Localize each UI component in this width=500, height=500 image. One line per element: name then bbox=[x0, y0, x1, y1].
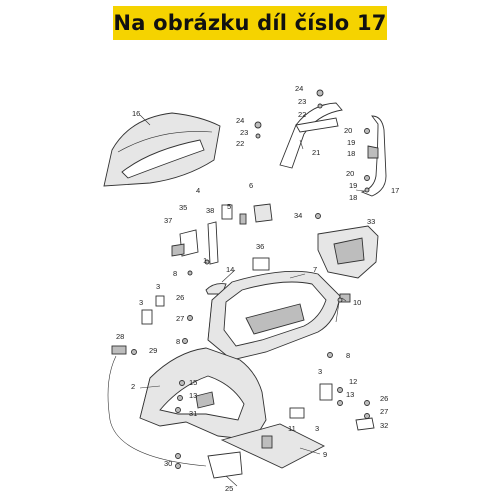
part-label: 3 bbox=[139, 298, 143, 307]
part-label: 5 bbox=[227, 202, 231, 211]
part-label: 25 bbox=[225, 484, 233, 493]
part-9-floor-mat bbox=[220, 423, 325, 469]
part-label: 26 bbox=[176, 293, 184, 302]
part-label: 19 bbox=[347, 138, 355, 147]
part-label: 31 bbox=[189, 409, 197, 418]
part-3-brackets bbox=[141, 295, 333, 419]
part-label: 36 bbox=[256, 242, 264, 251]
part-label: 23 bbox=[240, 128, 248, 137]
part-label: 7 bbox=[313, 265, 317, 274]
part-label: 9 bbox=[323, 450, 327, 459]
part-label: 19 bbox=[349, 181, 357, 190]
part-label: 15 bbox=[189, 378, 197, 387]
title-banner: Na obrázku díl číslo 17 bbox=[113, 6, 387, 40]
banner-text: Na obrázku díl číslo 17 bbox=[113, 11, 387, 35]
part-label: 20 bbox=[344, 126, 352, 135]
part-label: 27 bbox=[176, 314, 184, 323]
part-label: 3 bbox=[315, 424, 319, 433]
part-33-storage-bracket bbox=[317, 225, 379, 279]
leader-lines bbox=[139, 114, 365, 487]
part-36-label-plate bbox=[252, 257, 270, 271]
part-label: 34 bbox=[294, 211, 302, 220]
part-label: 33 bbox=[367, 217, 375, 226]
part-label: 12 bbox=[349, 377, 357, 386]
part-label: 27 bbox=[380, 407, 388, 416]
part-label: 1 bbox=[203, 256, 207, 265]
fasteners bbox=[131, 89, 370, 469]
part-label: 8 bbox=[173, 269, 177, 278]
part-label: 3 bbox=[156, 282, 160, 291]
part-label: 14 bbox=[226, 265, 234, 274]
part-label: 3 bbox=[318, 367, 322, 376]
part-35-37-brackets bbox=[171, 221, 219, 265]
part-label: 29 bbox=[149, 346, 157, 355]
part-label: 11 bbox=[288, 424, 296, 433]
part-21-grab-rail bbox=[279, 102, 343, 169]
part-label: 21 bbox=[312, 148, 320, 157]
part-label: 20 bbox=[346, 169, 354, 178]
part-label: 38 bbox=[206, 206, 214, 215]
part-25-latch-cable bbox=[107, 345, 243, 479]
part-label: 10 bbox=[353, 298, 361, 307]
part-label: 37 bbox=[164, 216, 172, 225]
part-32-fastener bbox=[355, 417, 375, 431]
part-label: 22 bbox=[236, 139, 244, 148]
part-label: 24 bbox=[295, 84, 303, 93]
part-label: 23 bbox=[298, 97, 306, 106]
part-label: 26 bbox=[380, 394, 388, 403]
part-label: 13 bbox=[346, 390, 354, 399]
part-label: 35 bbox=[179, 203, 187, 212]
part-16-front-cover bbox=[103, 112, 221, 187]
part-label: 8 bbox=[346, 351, 350, 360]
part-label: 8 bbox=[176, 337, 180, 346]
part-label: 16 bbox=[132, 109, 140, 118]
part-label: 30 bbox=[164, 459, 172, 468]
part-label: 28 bbox=[116, 332, 124, 341]
part-label: 18 bbox=[347, 149, 355, 158]
part-label: 13 bbox=[189, 391, 197, 400]
part-7-storage-box bbox=[207, 270, 341, 361]
part-label: 18 bbox=[349, 193, 357, 202]
part-2-body-cover bbox=[139, 347, 267, 441]
part-label: 6 bbox=[249, 181, 253, 190]
part-label: 32 bbox=[380, 421, 388, 430]
part-label: 22 bbox=[298, 110, 306, 119]
part-label: 17 bbox=[391, 186, 399, 195]
part-17-side-rail bbox=[360, 115, 387, 197]
part-label: 4 bbox=[196, 186, 200, 195]
part-label: 2 bbox=[131, 382, 135, 391]
part-4-5-6-small-items bbox=[221, 203, 273, 225]
part-number-labels: 16 24 23 22 24 23 22 20 19 18 21 20 19 1… bbox=[116, 84, 399, 493]
part-label: 24 bbox=[236, 116, 244, 125]
